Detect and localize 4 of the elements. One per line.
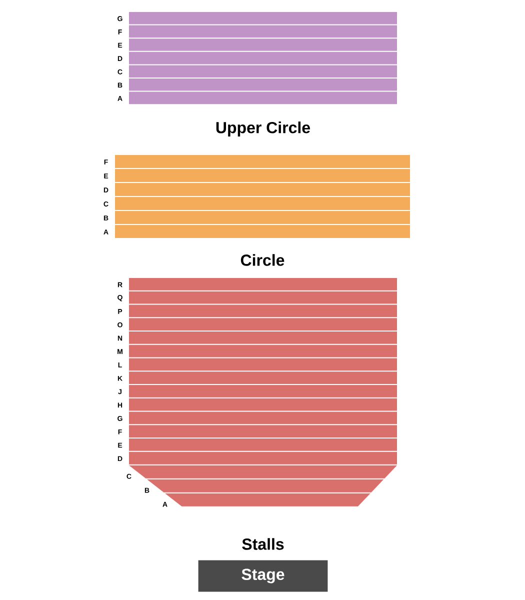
section-title: Stalls <box>242 538 284 550</box>
section-title: Upper Circle <box>216 122 310 136</box>
stage-box: Stage <box>198 560 328 592</box>
section-title: Circle <box>240 254 284 266</box>
